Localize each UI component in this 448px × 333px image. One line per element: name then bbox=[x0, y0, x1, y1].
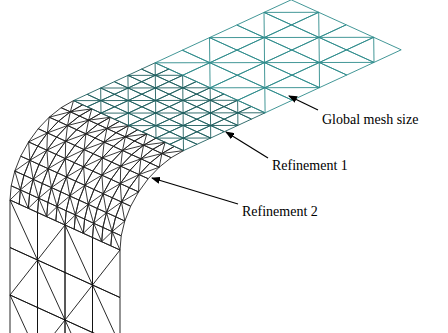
callout-label: Refinement 2 bbox=[240, 204, 320, 220]
leader-arrow bbox=[289, 96, 318, 110]
leader-arrow bbox=[226, 132, 268, 158]
mesh-region bbox=[155, 0, 401, 113]
leader-arrow bbox=[152, 178, 238, 204]
mesh-region bbox=[10, 101, 184, 250]
callout-label: Global mesh size bbox=[320, 112, 420, 128]
callout-label: Refinement 1 bbox=[270, 158, 350, 174]
